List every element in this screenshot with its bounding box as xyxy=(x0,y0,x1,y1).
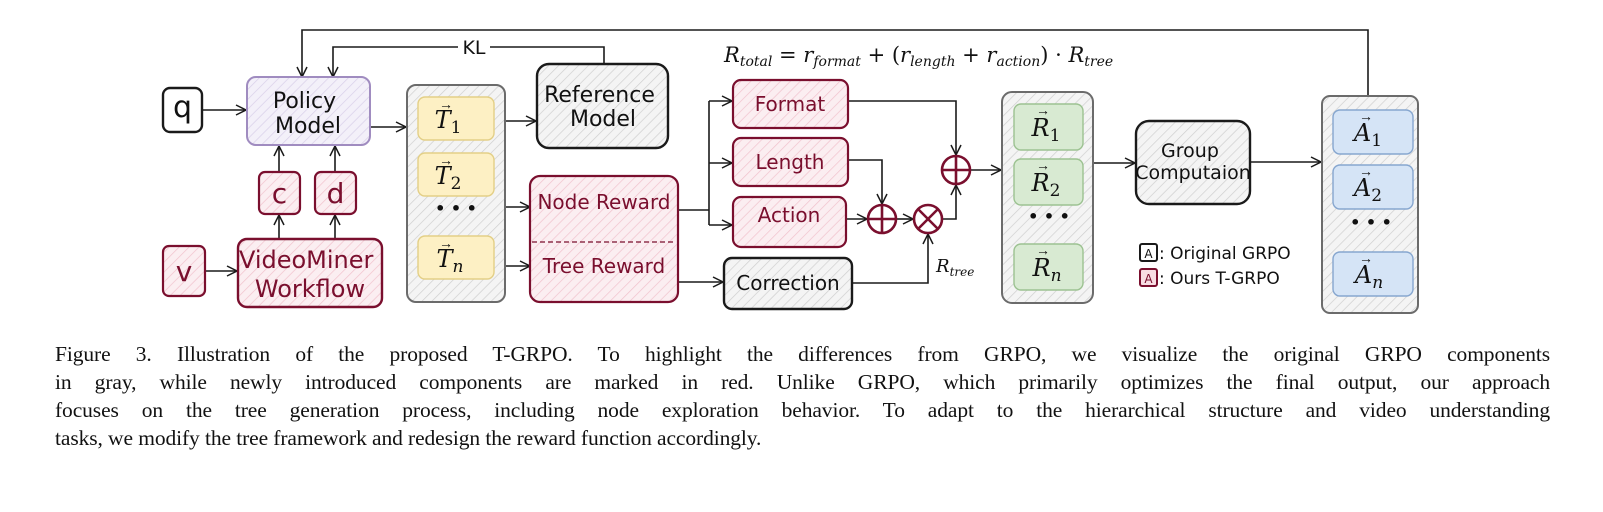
legend-label-original: : Original GRPO xyxy=(1159,244,1291,264)
reward-item[interactable]: R1 → xyxy=(1013,103,1084,151)
video-label: v xyxy=(176,255,193,288)
policy-model-label-line2: Model xyxy=(275,114,341,139)
rewards-group: R1 → R2 → • • • Rn → xyxy=(1001,91,1094,304)
policy-model-box[interactable]: Policy Model xyxy=(246,76,371,146)
connectors xyxy=(203,29,1369,284)
svg-text:Rn: Rn xyxy=(1031,254,1061,286)
caption-line: in gray, while newly introduced componen… xyxy=(55,370,1550,394)
t-grpo-diagram: KL q Policy Model c d v VideoMiner Workf… xyxy=(161,29,1419,314)
policy-model-label-line1: Policy xyxy=(273,89,336,114)
correction-to-times-arrow xyxy=(853,234,928,284)
correction-label: Correction xyxy=(736,271,839,295)
vector-arrow-icon: → xyxy=(439,98,453,113)
trajectory-ellipsis: • • • xyxy=(435,199,477,218)
vector-arrow-icon: → xyxy=(1036,159,1050,174)
reference-model-box[interactable]: Reference Model xyxy=(535,62,670,150)
d-label: d xyxy=(327,177,345,210)
svg-text:A: A xyxy=(1144,247,1153,261)
svg-text:Tn: Tn xyxy=(437,245,464,277)
length-reward-box[interactable]: Length xyxy=(731,136,850,188)
query-input-box[interactable]: q xyxy=(161,86,204,134)
description-input-box[interactable]: d xyxy=(313,170,358,216)
caption-input-box[interactable]: c xyxy=(257,170,302,216)
reward-formula: Rtotal = rformat + (rlength + raction) ·… xyxy=(723,43,1113,70)
svg-text:An: An xyxy=(1353,261,1383,293)
reward-item[interactable]: R2 → xyxy=(1013,158,1084,206)
legend: A : Original GRPO A : Ours T-GRPO xyxy=(1139,243,1291,289)
node-reward-label[interactable]: Node Reward xyxy=(537,190,670,214)
videominer-label-line1: VideoMiner xyxy=(239,246,374,274)
trajectory-item[interactable]: Tn → xyxy=(417,235,495,280)
kl-line xyxy=(333,46,605,77)
sum-operator-icon xyxy=(940,154,972,186)
svg-text:R1: R1 xyxy=(1031,114,1061,146)
action-label: Action xyxy=(758,203,821,227)
reward-item[interactable]: Rn → xyxy=(1013,243,1084,291)
reward-module-box: Node Reward Tree Reward xyxy=(528,174,680,304)
vector-arrow-icon: → xyxy=(1359,252,1373,267)
videominer-label-line2: Workflow xyxy=(255,275,365,303)
times-operator-icon xyxy=(912,203,944,235)
vector-arrow-icon: → xyxy=(1359,165,1373,180)
format-to-sum-arrow xyxy=(849,100,956,155)
length-label: Length xyxy=(756,150,825,174)
advantages-group: A1 → A2 → • • • An → xyxy=(1321,95,1419,314)
legend-item-ours-tgrpo: A : Ours T-GRPO xyxy=(1139,268,1280,289)
caption-line: focuses on the tree generation process, … xyxy=(55,398,1550,422)
group-computation-label-line2: Computaion xyxy=(1135,162,1251,184)
format-reward-box[interactable]: Format xyxy=(731,78,850,130)
tree-reward-label[interactable]: Tree Reward xyxy=(542,254,666,278)
advantage-ellipsis: • • • xyxy=(1350,213,1392,232)
group-computation-label-line1: Group xyxy=(1161,140,1219,162)
svg-text:T1: T1 xyxy=(435,106,462,138)
reference-model-label-line2: Model xyxy=(570,107,636,132)
plus-operator-icon xyxy=(866,203,898,235)
caption-line: Figure 3. Illustration of the proposed T… xyxy=(55,342,1550,366)
reference-model-label-line1: Reference xyxy=(544,83,655,108)
svg-text:T2: T2 xyxy=(435,162,462,194)
svg-text:A: A xyxy=(1144,272,1153,286)
advantage-item[interactable]: A2 → xyxy=(1332,164,1414,210)
svg-text:A2: A2 xyxy=(1352,174,1382,206)
svg-text:Group Computaion: Group Computaion xyxy=(1135,140,1251,184)
r-tree-label: Rtree xyxy=(935,256,974,279)
svg-text:Reference Model: Reference Model xyxy=(544,83,662,132)
kl-label: KL xyxy=(462,37,485,59)
svg-text:VideoMiner Workflow: VideoMiner Workflow xyxy=(239,246,381,303)
action-reward-box[interactable]: Action xyxy=(731,195,848,249)
legend-item-original-grpo: A : Original GRPO xyxy=(1139,243,1291,264)
times-to-sum-arrow xyxy=(943,185,956,220)
svg-text:A1: A1 xyxy=(1352,119,1382,151)
svg-text:R2: R2 xyxy=(1031,169,1061,201)
videominer-workflow-box[interactable]: VideoMiner Workflow xyxy=(236,237,384,309)
vector-arrow-icon: → xyxy=(439,237,453,252)
vector-arrow-icon: → xyxy=(1036,244,1050,259)
vector-arrow-icon: → xyxy=(439,154,453,169)
vector-arrow-icon: → xyxy=(1359,110,1373,125)
trajectory-item[interactable]: T2 → xyxy=(417,152,495,197)
vector-arrow-icon: → xyxy=(1036,104,1050,119)
format-label: Format xyxy=(755,92,826,116)
trajectory-item[interactable]: T1 → xyxy=(417,96,495,141)
advantage-item[interactable]: A1 → xyxy=(1332,109,1414,155)
video-input-box[interactable]: v xyxy=(161,244,207,298)
advantage-feedback-line xyxy=(302,29,1369,96)
advantage-item[interactable]: An → xyxy=(1332,251,1414,297)
correction-box[interactable]: Correction xyxy=(722,256,854,311)
c-label: c xyxy=(272,177,287,210)
length-to-plus-arrow xyxy=(849,159,882,204)
svg-text:Policy Model: Policy Model xyxy=(273,89,343,139)
caption-line: tasks, we modify the tree framework and … xyxy=(55,426,762,450)
reward-ellipsis: • • • xyxy=(1028,207,1070,226)
trajectory-group: T1 → T2 → • • • Tn → xyxy=(406,84,506,303)
group-computation-box[interactable]: Group Computaion xyxy=(1134,119,1252,206)
figure-caption: Figure 3. Illustration of the proposed T… xyxy=(55,340,1550,452)
query-label: q xyxy=(173,90,192,125)
legend-label-ours: : Ours T-GRPO xyxy=(1159,269,1280,289)
